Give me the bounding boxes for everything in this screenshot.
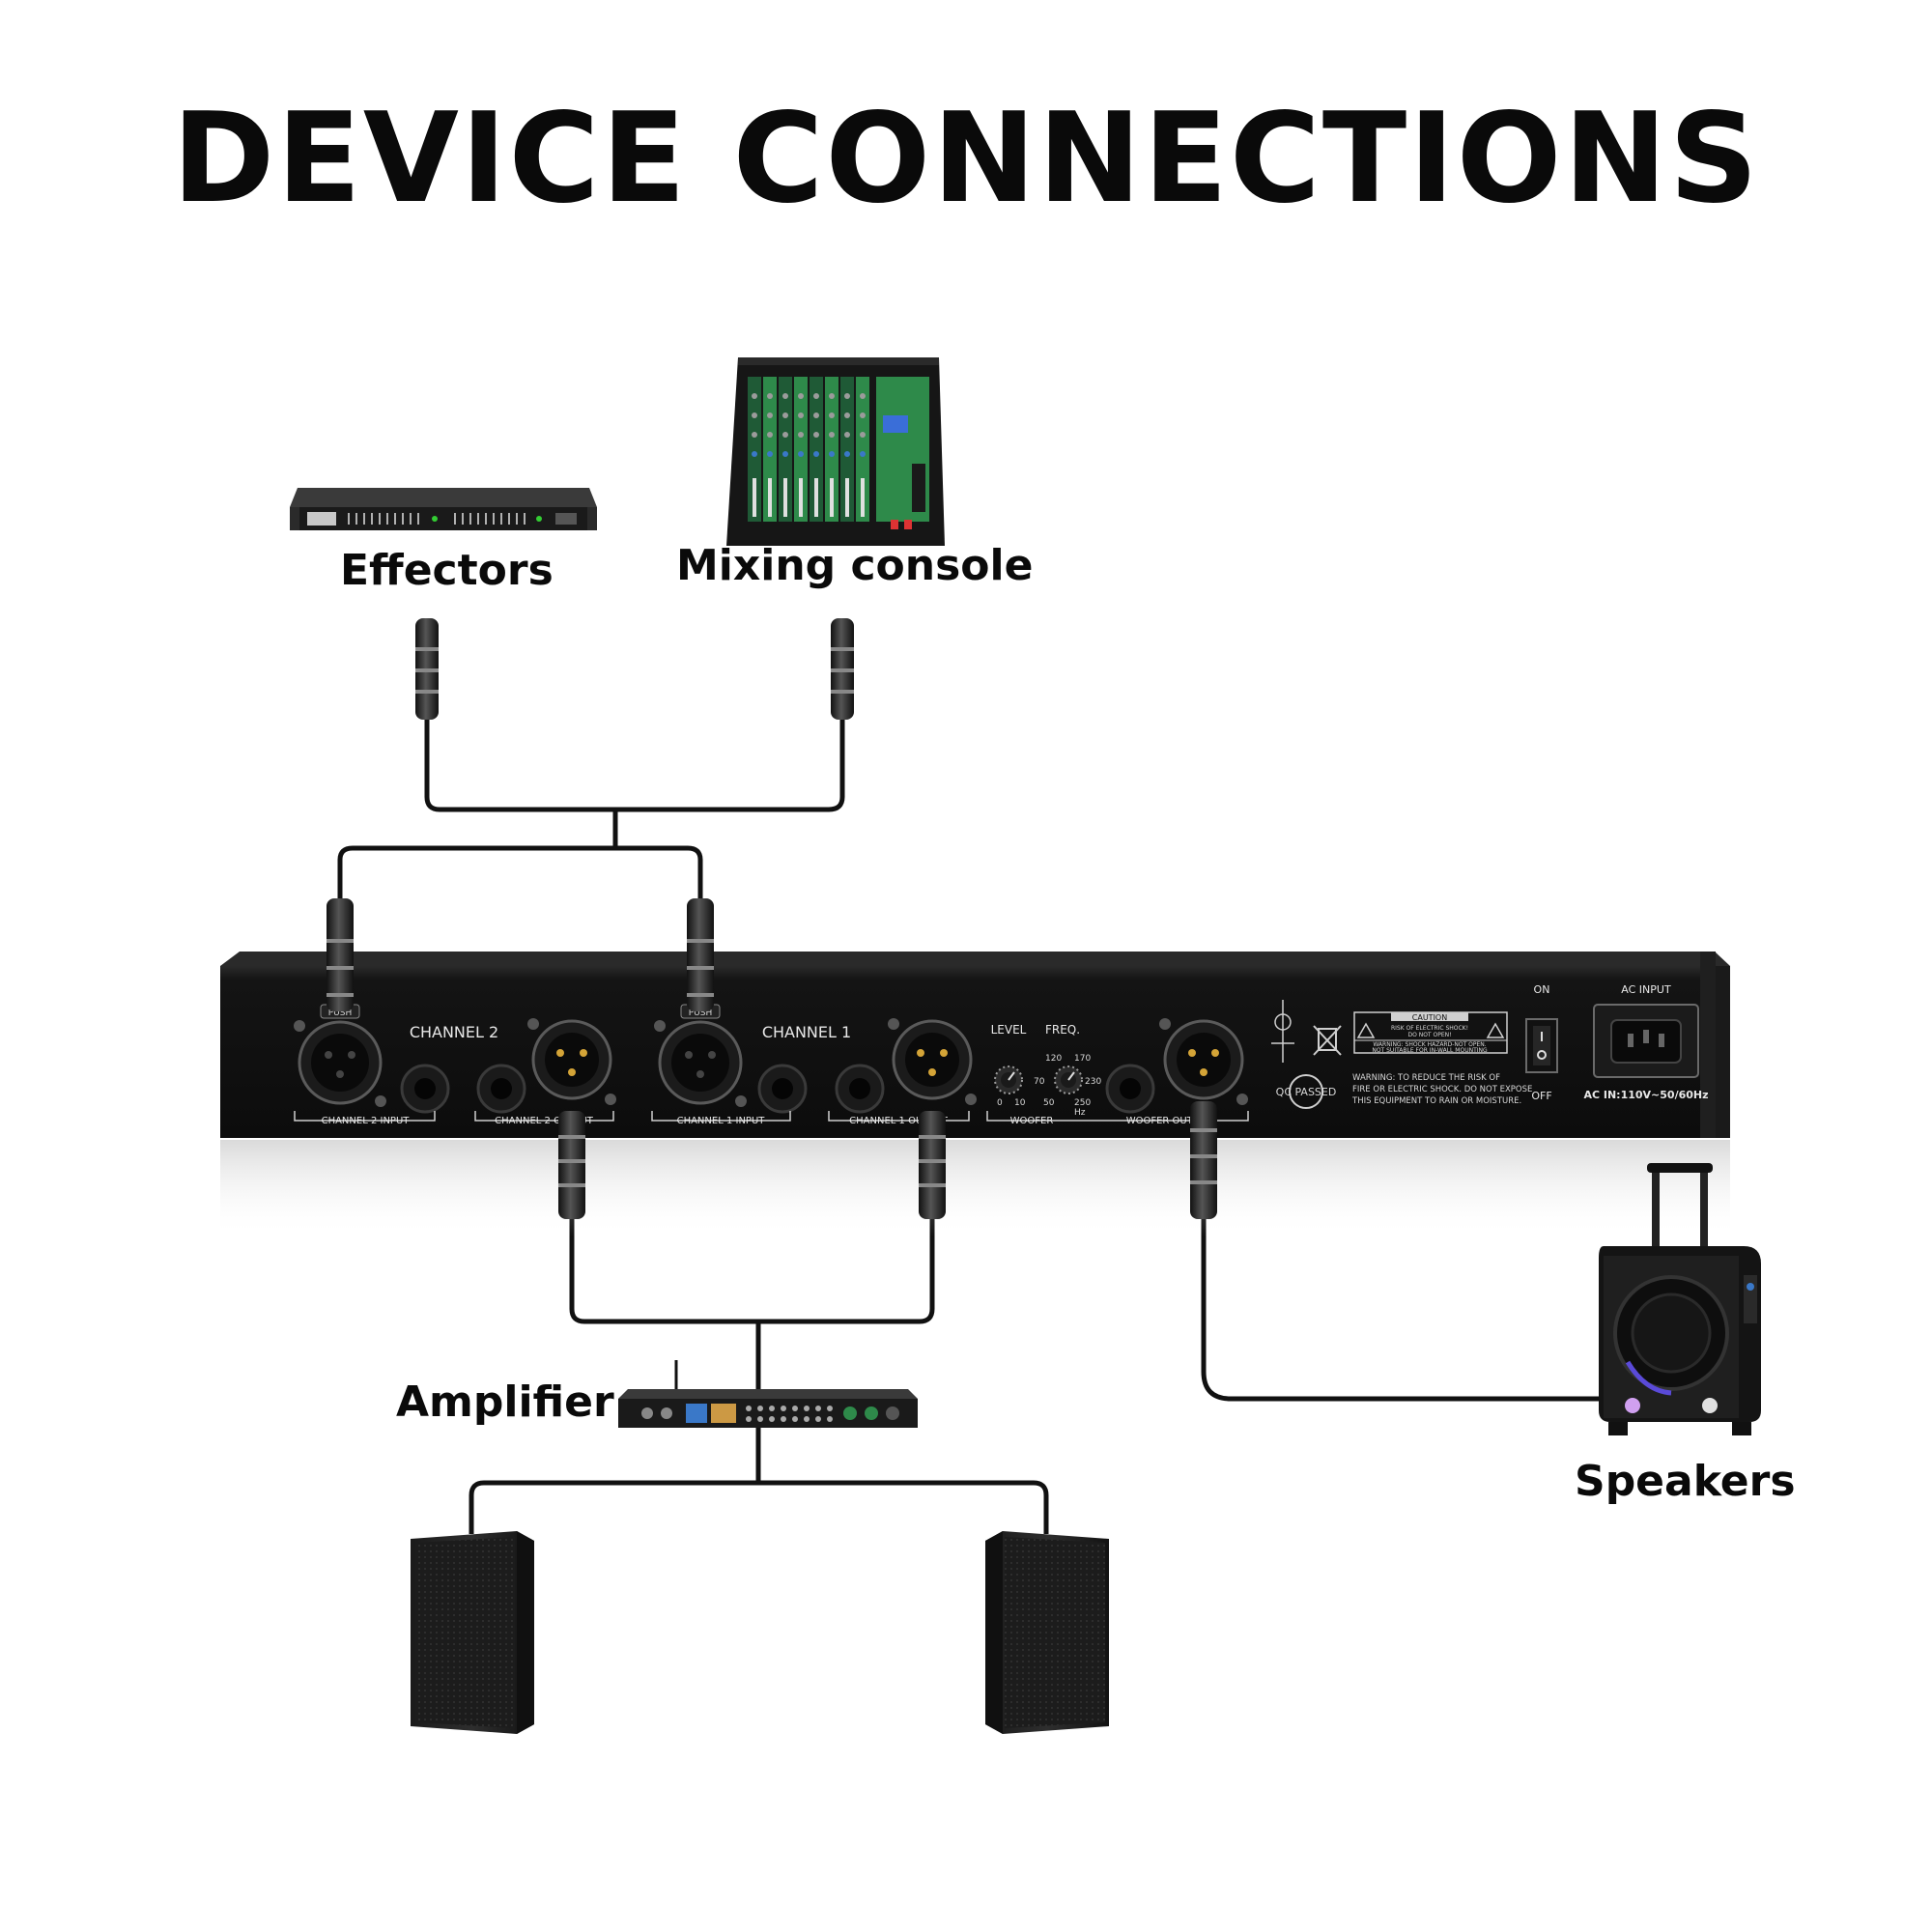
ac-power-socket-icon — [1593, 1004, 1699, 1078]
channel2-output-label: CHANNEL 2 OUTPUT — [495, 1116, 594, 1126]
mixing-console-label: Mixing console — [676, 541, 1034, 590]
channel2-input-label: CHANNEL 2 INPUT — [322, 1116, 411, 1126]
panel-bracket-lines — [294, 1111, 1249, 1122]
caution-title: CAUTION — [1412, 1013, 1447, 1022]
xlr-connector-icon — [415, 618, 439, 720]
channel1-label: CHANNEL 1 — [762, 1023, 851, 1041]
warning-line1: WARNING: TO REDUCE THE RISK OF — [1352, 1073, 1500, 1083]
ac-rating-label: AC IN:110V~50/60Hz — [1583, 1089, 1708, 1101]
freq-230-label: 230 — [1085, 1077, 1101, 1087]
caution-line3: WARNING: SHOCK HAZARD-NOT OPEN. — [1373, 1041, 1486, 1048]
amplifier-device-icon — [618, 1360, 918, 1428]
freq-label: FREQ. — [1045, 1023, 1080, 1037]
caution-line2: DO NOT OPEN! — [1407, 1032, 1451, 1038]
cable-effectors — [424, 715, 845, 812]
freq-70-label: 70 — [1034, 1077, 1045, 1087]
cable-channel-outputs — [569, 1208, 935, 1324]
freq-250-label: 250 — [1074, 1098, 1091, 1108]
speakers-label: Speakers — [1575, 1457, 1796, 1506]
effectors-device-icon — [290, 488, 597, 530]
hz-label: Hz — [1074, 1108, 1086, 1118]
on-label: ON — [1534, 983, 1550, 996]
jack-socket-icon — [476, 1064, 526, 1114]
crossover-rear-panel — [220, 952, 1730, 1236]
push-label-ch1: PUSH — [689, 1009, 713, 1018]
page-title: DEVICE CONNECTIONS — [172, 87, 1760, 231]
channel1-input-jack — [654, 1004, 747, 1107]
woofer-label: WOOFER — [1010, 1116, 1054, 1126]
jack-socket-icon — [400, 1064, 450, 1114]
freq-50-label: 50 — [1043, 1098, 1055, 1108]
channel1-input-label: CHANNEL 1 INPUT — [677, 1116, 766, 1126]
channel1-output-jack — [888, 1018, 977, 1105]
woofer-output-label: WOOFER OUTPUT — [1126, 1116, 1212, 1126]
portable-speaker-icon — [1599, 1163, 1761, 1435]
qc-label: QC PASSED — [1276, 1086, 1337, 1098]
freq-170-label: 170 — [1074, 1054, 1091, 1064]
warning-line2: FIRE OR ELECTRIC SHOCK. DO NOT EXPOSE — [1352, 1085, 1532, 1094]
ac-input-label: AC INPUT — [1621, 983, 1671, 996]
xlr-connector-icon — [558, 1111, 585, 1219]
xlr-connector-icon — [919, 1111, 946, 1219]
effectors-label: Effectors — [340, 546, 554, 595]
xlr-connector-icon — [1190, 1101, 1217, 1219]
recycle-bin-icon — [1313, 1025, 1342, 1056]
jack-socket-icon — [757, 1064, 808, 1114]
channel2-input-jack — [294, 1004, 386, 1107]
power-switch-icon — [1525, 1018, 1558, 1073]
pa-speaker-left-icon — [411, 1531, 534, 1734]
freq-knob-icon — [1054, 1065, 1083, 1094]
off-label: OFF — [1531, 1090, 1551, 1102]
xlr-connector-icon — [831, 618, 854, 720]
level-knob-icon — [994, 1065, 1023, 1094]
jack-socket-icon — [835, 1064, 885, 1114]
channel2-label: CHANNEL 2 — [410, 1023, 498, 1041]
amplifier-label: Amplifier — [396, 1378, 614, 1427]
jack-socket-icon — [1105, 1064, 1155, 1114]
caution-line4: NOT SUITABLE FOR IN-WALL MOUNTING — [1372, 1047, 1488, 1054]
push-label-ch2: PUSH — [328, 1009, 353, 1018]
warning-line3: THIS EQUIPMENT TO RAIN OR MOISTURE. — [1351, 1096, 1521, 1106]
woofer-output-jack — [1159, 1018, 1248, 1105]
level-max-label: 10 — [1014, 1098, 1026, 1108]
channel1-output-label: CHANNEL 1 OUTPUT — [849, 1116, 949, 1126]
channel2-output-jack — [527, 1018, 616, 1105]
freq-120-label: 120 — [1045, 1054, 1062, 1064]
cable-amp-to-speakers — [469, 1425, 1049, 1534]
level-label: LEVEL — [991, 1023, 1027, 1037]
xlr-connector-icon — [327, 910, 354, 1011]
mixing-console-device-icon — [726, 357, 945, 546]
xlr-connector-icon — [687, 910, 714, 1011]
level-min-label: 0 — [997, 1098, 1003, 1108]
cable-channel-inputs — [337, 845, 703, 923]
cable-woofer-to-speaker — [1201, 1208, 1604, 1402]
cables — [337, 715, 1604, 1534]
caution-label — [1353, 1011, 1508, 1054]
qc-passed-stamp-icon: QC PASSED — [1276, 1074, 1337, 1109]
pa-speaker-right-icon — [985, 1531, 1109, 1734]
caution-line1: RISK OF ELECTRIC SHOCK! — [1391, 1025, 1468, 1032]
ground-symbol-icon — [1271, 1000, 1294, 1063]
